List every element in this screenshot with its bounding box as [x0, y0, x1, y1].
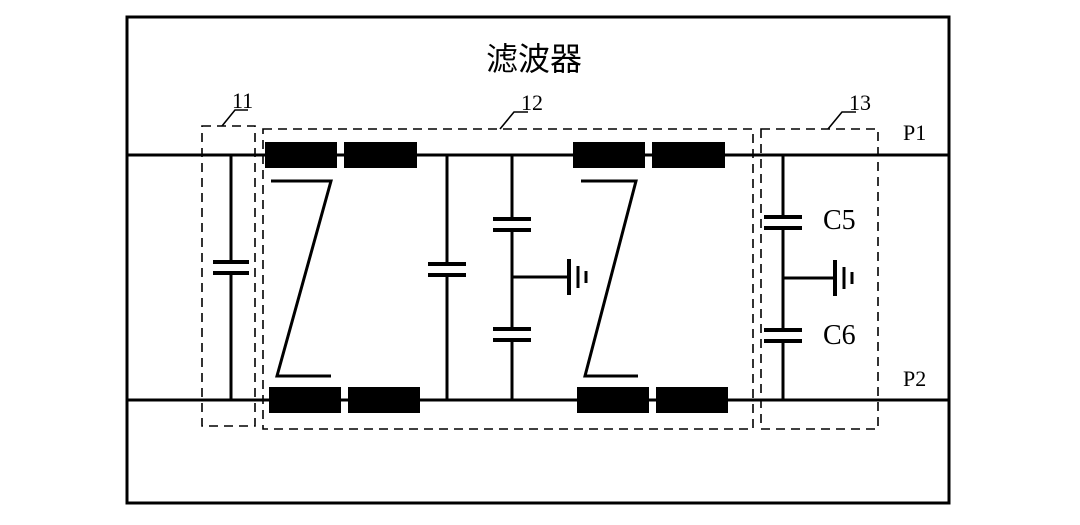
grounded-capacitor-pair-12 — [493, 155, 568, 400]
label-11: 11 — [232, 88, 253, 113]
leader-13 — [827, 111, 856, 130]
diagram-title: 滤波器 — [486, 40, 582, 78]
leader-11 — [221, 109, 248, 127]
ground-icon — [567, 259, 588, 295]
outer-frame — [125, 15, 951, 505]
leader-12 — [499, 111, 528, 130]
label-13: 13 — [849, 90, 871, 115]
label-12: 12 — [521, 90, 543, 115]
block-13-box — [760, 128, 879, 430]
inductor-pair-2 — [573, 142, 728, 413]
capacitor-block-12-middle — [428, 155, 466, 400]
block-11-box — [201, 125, 256, 427]
label-c6: C6 — [823, 320, 856, 351]
grounded-capacitor-pair-13 — [764, 155, 834, 400]
block-12-box — [262, 128, 754, 430]
ground-icon — [833, 260, 854, 296]
label-c5: C5 — [823, 205, 856, 236]
label-p2: P2 — [903, 366, 926, 391]
label-p1: P1 — [903, 120, 926, 145]
capacitor-block-11 — [213, 155, 249, 400]
inductor-pair-1 — [265, 142, 420, 413]
